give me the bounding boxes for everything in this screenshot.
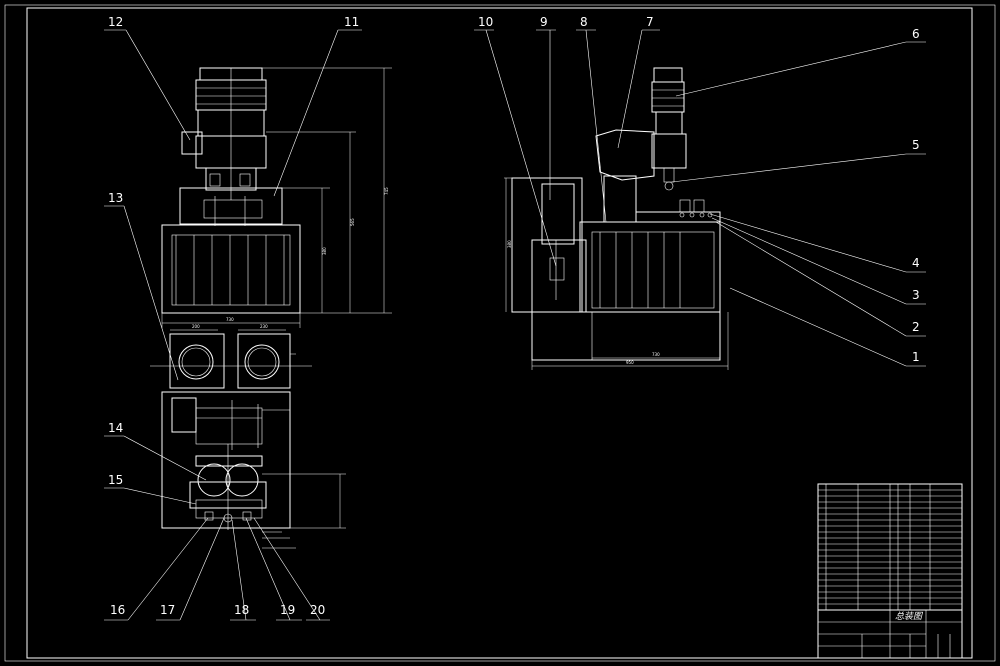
dim-front-height-total: 745: [384, 187, 389, 195]
dim-side-height: 380: [507, 240, 512, 248]
dim-front-width-a: 200: [192, 324, 200, 329]
callout-6: 6: [912, 27, 920, 41]
callout-11: 11: [344, 15, 359, 29]
dim-front-width-b: 230: [260, 324, 268, 329]
outer-frame: [4, 4, 996, 662]
callout-3: 3: [912, 288, 920, 302]
leader-lines: [104, 29, 926, 621]
callout-18: 18: [234, 603, 249, 617]
callout-labels: 1 2 3 4 5 6 7 8 9 10 11 12 13 14 15 16 1…: [108, 15, 920, 617]
dim-front-width-top: 730: [226, 317, 234, 322]
callout-15: 15: [108, 473, 123, 487]
callout-1: 1: [912, 350, 920, 364]
callout-9: 9: [540, 15, 548, 29]
callout-17: 17: [160, 603, 175, 617]
callout-16: 16: [110, 603, 125, 617]
dim-side-width-total: 950: [626, 360, 634, 365]
callout-7: 7: [646, 15, 654, 29]
callout-8: 8: [580, 15, 588, 29]
dim-side-width-body: 730: [652, 352, 660, 357]
callout-13: 13: [108, 191, 123, 205]
side-view: 380 950 730: [504, 67, 729, 370]
callout-19: 19: [280, 603, 295, 617]
front-view: 745 565 380 730 200 230: [150, 67, 392, 549]
drawing-title: 总装图: [895, 611, 924, 622]
dim-front-height-low: 380: [322, 247, 327, 255]
callout-10: 10: [478, 15, 493, 29]
inner-frame: [26, 7, 973, 659]
callout-14: 14: [108, 421, 123, 435]
dim-front-height-mid: 565: [350, 218, 355, 226]
parts-list-grid: [818, 484, 962, 611]
callout-5: 5: [912, 138, 920, 152]
callout-2: 2: [912, 320, 920, 334]
callout-20: 20: [310, 603, 325, 617]
callout-12: 12: [108, 15, 123, 29]
callout-4: 4: [912, 256, 920, 270]
title-block: 总装图: [817, 483, 963, 659]
